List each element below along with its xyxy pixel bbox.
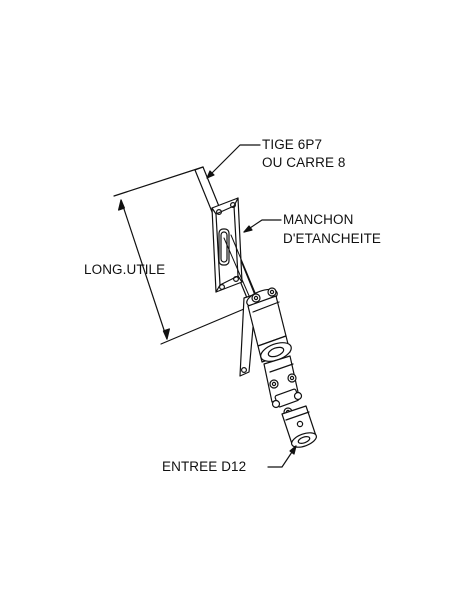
extension-line-bottom bbox=[160, 308, 245, 345]
dimension-line bbox=[120, 199, 168, 340]
flange-hole-bottom-left bbox=[219, 284, 226, 291]
seal-sleeve bbox=[218, 228, 230, 266]
label-manchon-line2: D'ETANCHEITE bbox=[283, 231, 382, 246]
label-tige-line1: TIGE 6P7 bbox=[262, 137, 323, 152]
arrowhead-bottom bbox=[162, 328, 170, 340]
input-sleeve-pin bbox=[296, 420, 304, 428]
leader-tige-arrow bbox=[206, 170, 215, 179]
leader-manchon-arrow bbox=[243, 225, 253, 233]
leader-entree-arrow bbox=[289, 445, 297, 455]
input-sleeve bbox=[281, 405, 317, 448]
label-tige-line2: OU CARRE 8 bbox=[262, 155, 346, 170]
label-entree: ENTREE D12 bbox=[162, 459, 247, 474]
leader-entree bbox=[267, 445, 297, 468]
flange-hole-top-left bbox=[216, 209, 223, 216]
flange-hole-top-right bbox=[230, 202, 237, 209]
arrowhead-top bbox=[117, 199, 126, 211]
label-long-utile: LONG.UTILE bbox=[84, 262, 166, 277]
flange-hole-bottom-right bbox=[233, 276, 240, 283]
middle-cylinder bbox=[257, 335, 292, 363]
upper-yoke bbox=[246, 287, 287, 347]
leader-tige bbox=[206, 144, 261, 179]
bracket-hole bbox=[241, 367, 248, 374]
dimension-long-utile bbox=[113, 166, 245, 345]
extension-line-top bbox=[113, 166, 204, 197]
label-manchon-line1: MANCHON bbox=[283, 212, 354, 227]
